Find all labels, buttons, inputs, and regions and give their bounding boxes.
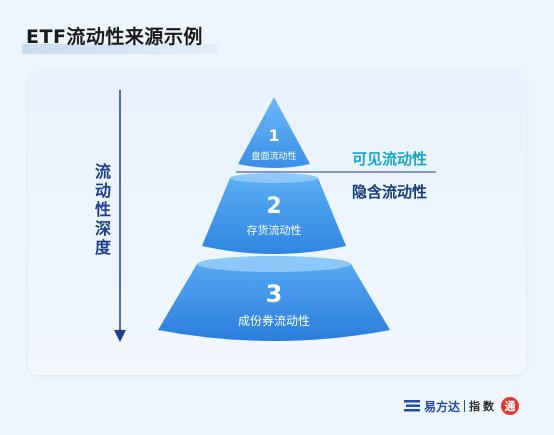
brand-name: 易方达	[424, 399, 461, 414]
level-1-label: 盘面流动性	[251, 152, 297, 162]
level-3-label: 成份券流动性	[237, 314, 310, 328]
efund-logo-icon	[404, 400, 420, 412]
level-3-shape	[158, 264, 390, 341]
index-label: 指数	[469, 400, 498, 413]
title-underline	[22, 44, 218, 54]
level-2-shape	[202, 178, 346, 254]
level-1-shape	[238, 97, 310, 168]
level-2-number: 2	[266, 194, 282, 219]
visible-liquidity-label: 可见流动性	[352, 150, 428, 168]
hidden-liquidity-label: 隐含流动性	[352, 183, 428, 201]
level-3-number: 3	[265, 280, 283, 308]
depth-axis-label: 流动性深度	[94, 162, 111, 257]
page-title: ETF流动性来源示例	[26, 26, 203, 48]
seal-icon: 通	[501, 397, 520, 415]
level-3-top-ellipse	[197, 256, 351, 272]
footer-logo: 易方达 指数 通	[404, 396, 520, 416]
level-2-label: 存货流动性	[246, 224, 302, 237]
level-2-top-ellipse	[230, 173, 318, 183]
footer-separator	[464, 400, 466, 412]
level-1-number: 1	[268, 126, 280, 145]
